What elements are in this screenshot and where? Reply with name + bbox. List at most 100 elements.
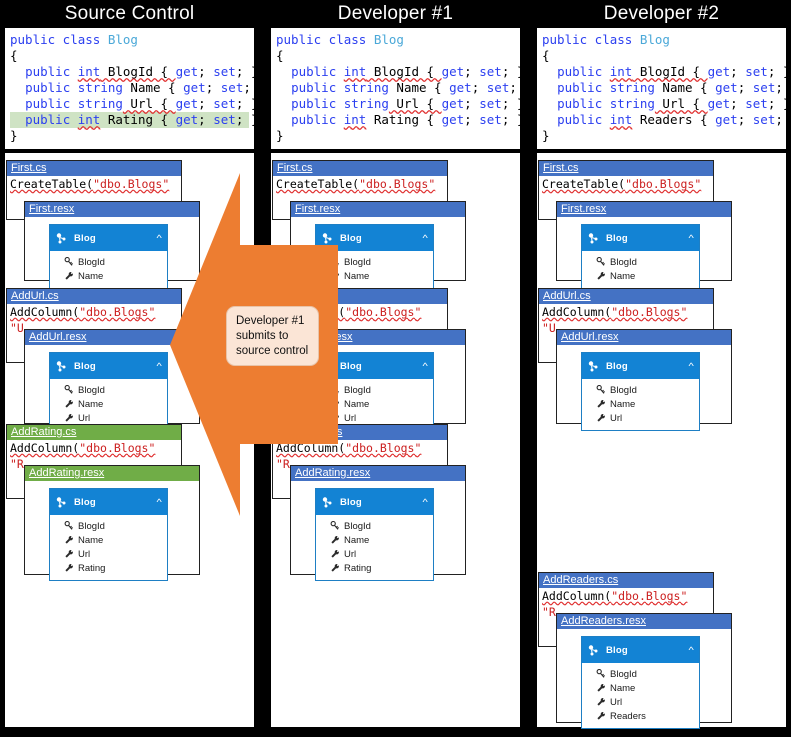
migration-resx-filename: First.resx	[557, 202, 731, 217]
code-token: "U	[542, 321, 556, 335]
entity-field-row[interactable]: Url	[316, 547, 433, 561]
entity-card-header[interactable]: Blog ^	[316, 489, 433, 515]
code-token: "dbo.Blogs"	[345, 441, 422, 455]
entity-field-row[interactable]: Rating	[316, 561, 433, 575]
code-line: public int Rating { get; set; }	[276, 112, 520, 128]
property-wrench-icon	[64, 413, 77, 423]
entity-card[interactable]: Blog ^ BlogId Name Url Rating	[315, 488, 434, 581]
code-token: set	[213, 96, 236, 111]
entity-card-header[interactable]: Blog ^	[582, 637, 699, 663]
code-token: get	[175, 64, 199, 79]
entity-field-row[interactable]: BlogId	[582, 383, 699, 397]
code-token: int	[343, 112, 367, 127]
chevron-up-icon[interactable]: ^	[422, 497, 428, 507]
entity-card-header[interactable]: Blog ^	[50, 353, 167, 379]
entity-field-name: BlogId	[610, 384, 637, 396]
migration-cs-filename: AddUrl.cs	[539, 289, 713, 304]
entity-field-name: Name	[610, 398, 636, 410]
chevron-up-icon[interactable]: ^	[156, 233, 162, 243]
code-token: "dbo.Blogs"	[611, 589, 688, 603]
entity-field-row[interactable]: BlogId	[316, 519, 433, 533]
entity-name: Blog	[74, 232, 96, 244]
entity-field-row[interactable]: Name	[50, 533, 167, 547]
code-token: string	[343, 80, 389, 95]
entity-field-row[interactable]: Url	[50, 411, 167, 425]
entity-field-row[interactable]: Name	[582, 397, 699, 411]
code-line: public string Url { get; set; }	[542, 96, 786, 112]
entity-field-row[interactable]: Rating	[50, 561, 167, 575]
entity-field-row[interactable]: Url	[582, 695, 699, 709]
entity-field-name: BlogId	[344, 520, 371, 532]
chevron-up-icon[interactable]: ^	[422, 233, 428, 243]
migration-cs-code: AddColumn("dbo.Blogs"	[7, 440, 181, 456]
migration-resx-file[interactable]: First.resx Blog ^ BlogId Name	[556, 201, 732, 289]
code-line: }	[542, 128, 781, 144]
entity-field-row[interactable]: BlogId	[50, 519, 167, 533]
code-line: public string Name { get; set; }	[276, 80, 517, 96]
migration-cs-code: "U	[539, 320, 713, 336]
entity-field-name: BlogId	[344, 384, 371, 396]
entity-field-name: Name	[344, 398, 370, 410]
property-wrench-icon	[596, 683, 609, 693]
code-token: "dbo.Blogs"	[93, 177, 170, 191]
entity-name: Blog	[340, 496, 362, 508]
code-token: AddColumn(	[542, 305, 612, 319]
entity-name: Blog	[340, 360, 362, 372]
entity-field-name: Name	[344, 534, 370, 546]
code-token: ;	[198, 96, 214, 111]
chevron-up-icon[interactable]: ^	[688, 233, 694, 243]
entity-field-row[interactable]: Url	[50, 547, 167, 561]
migration-resx-file[interactable]: AddRating.resx Blog ^ BlogId Name Url Ra…	[290, 465, 466, 581]
code-token: set	[479, 64, 502, 79]
entity-field-name: Readers	[610, 710, 646, 722]
entity-card[interactable]: Blog ^ BlogId Name Url	[49, 352, 168, 431]
entity-card-header[interactable]: Blog ^	[582, 353, 699, 379]
entity-field-name: BlogId	[78, 256, 105, 268]
entity-field-row[interactable]: BlogId	[50, 383, 167, 397]
entity-designer: Blog ^ BlogId Name Url Rating	[25, 481, 199, 589]
chevron-up-icon[interactable]: ^	[422, 361, 428, 371]
entity-field-row[interactable]: BlogId	[50, 255, 167, 269]
entity-field-row[interactable]: Url	[582, 411, 699, 425]
migration-resx-filename: First.resx	[291, 202, 465, 217]
entity-field-row[interactable]: Name	[316, 533, 433, 547]
chevron-up-icon[interactable]: ^	[688, 361, 694, 371]
code-line: public string Name { get; set; }	[10, 80, 251, 96]
entity-field-row[interactable]: Name	[50, 269, 167, 283]
entity-card[interactable]: Blog ^ BlogId Name Url Rating	[49, 488, 168, 581]
code-token: ; }	[235, 96, 254, 111]
entity-card-header[interactable]: Blog ^	[50, 225, 167, 251]
chevron-up-icon[interactable]: ^	[156, 497, 162, 507]
migration-resx-file[interactable]: AddReaders.resx Blog ^ BlogId Name Url R…	[556, 613, 732, 729]
entity-card[interactable]: Blog ^ BlogId Name Url Readers	[581, 636, 700, 729]
arrow-label-line: submits to	[236, 329, 289, 342]
entity-card[interactable]: Blog ^ BlogId Name Url	[581, 352, 700, 431]
code-line: public class Blog	[276, 32, 515, 48]
code-token: set	[220, 80, 244, 95]
entity-field-name: BlogId	[78, 520, 105, 532]
entity-name: Blog	[606, 360, 628, 372]
code-panel: public class Blog { public int BlogId { …	[270, 27, 521, 150]
entity-field-row[interactable]: BlogId	[582, 667, 699, 681]
code-token: set	[745, 64, 768, 79]
entity-field-row[interactable]: Readers	[582, 709, 699, 723]
property-wrench-icon	[596, 399, 609, 409]
entity-name: Blog	[74, 496, 96, 508]
code-token: ; }	[767, 96, 786, 111]
migration-resx-file[interactable]: AddUrl.resx Blog ^ BlogId Name Url	[556, 329, 732, 431]
entity-field-name: Url	[344, 412, 357, 424]
migration-resx-file[interactable]: AddRating.resx Blog ^ BlogId Name Url Ra…	[24, 465, 200, 581]
entity-card[interactable]: Blog ^ BlogId Name	[49, 224, 168, 289]
entity-card-header[interactable]: Blog ^	[582, 225, 699, 251]
entity-field-row[interactable]: BlogId	[582, 255, 699, 269]
chevron-up-icon[interactable]: ^	[688, 645, 694, 655]
entity-field-row[interactable]: Name	[582, 269, 699, 283]
entity-card[interactable]: Blog ^ BlogId Name	[581, 224, 700, 289]
entity-card-header[interactable]: Blog ^	[50, 489, 167, 515]
migration-resx-file[interactable]: First.resx Blog ^ BlogId Name	[24, 201, 200, 289]
entity-field-row[interactable]: Name	[50, 397, 167, 411]
entity-field-row[interactable]: Name	[582, 681, 699, 695]
code-token: get	[175, 96, 199, 111]
code-token: get	[707, 96, 731, 111]
chevron-up-icon[interactable]: ^	[156, 361, 162, 371]
